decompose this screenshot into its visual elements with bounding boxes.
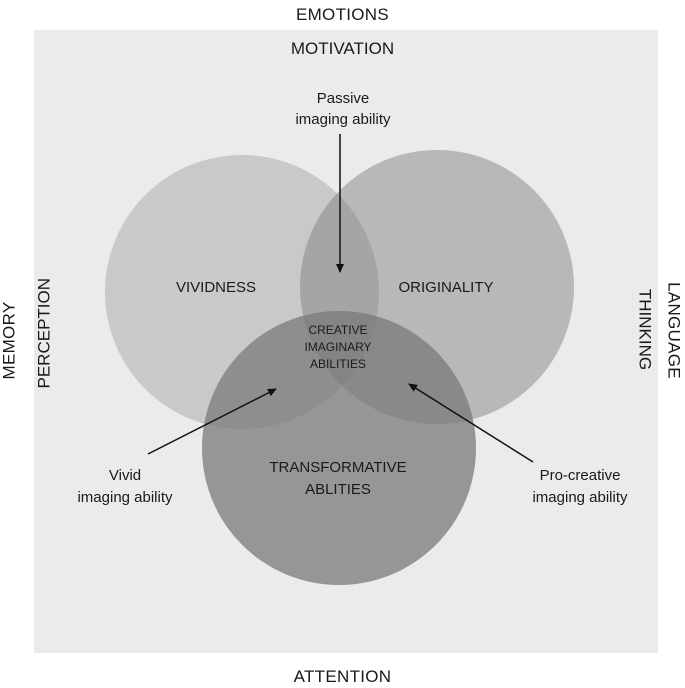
annotation-passive-line2: imaging ability [295, 111, 391, 128]
label-originality: ORIGINALITY [398, 279, 493, 296]
circle-transformative [202, 311, 476, 585]
annotation-vivid-line2: imaging ability [77, 489, 173, 506]
label-motivation: MOTIVATION [290, 39, 395, 58]
arrow-procreative [408, 383, 534, 463]
arrow-vivid [147, 388, 277, 455]
label-center-line3: ABILITIES [310, 357, 366, 371]
annotation-procreative-line1: Pro-creative [540, 467, 621, 484]
label-attention: ATTENTION [293, 667, 392, 686]
label-emotions: EMOTIONS [295, 5, 390, 24]
annotation-passive-line1: Passive [317, 90, 370, 107]
label-vividness: VIVIDNESS [176, 279, 256, 296]
annotation-vivid-line1: Vivid [109, 467, 141, 484]
label-center-line2: IMAGINARY [304, 340, 371, 354]
annotation-procreative-line2: imaging ability [532, 489, 628, 506]
label-transformative-line2: ABLITIES [305, 481, 371, 498]
label-center-line1: CREATIVE [308, 323, 367, 337]
label-transformative-line1: TRANSFORMATIVE [269, 459, 406, 476]
